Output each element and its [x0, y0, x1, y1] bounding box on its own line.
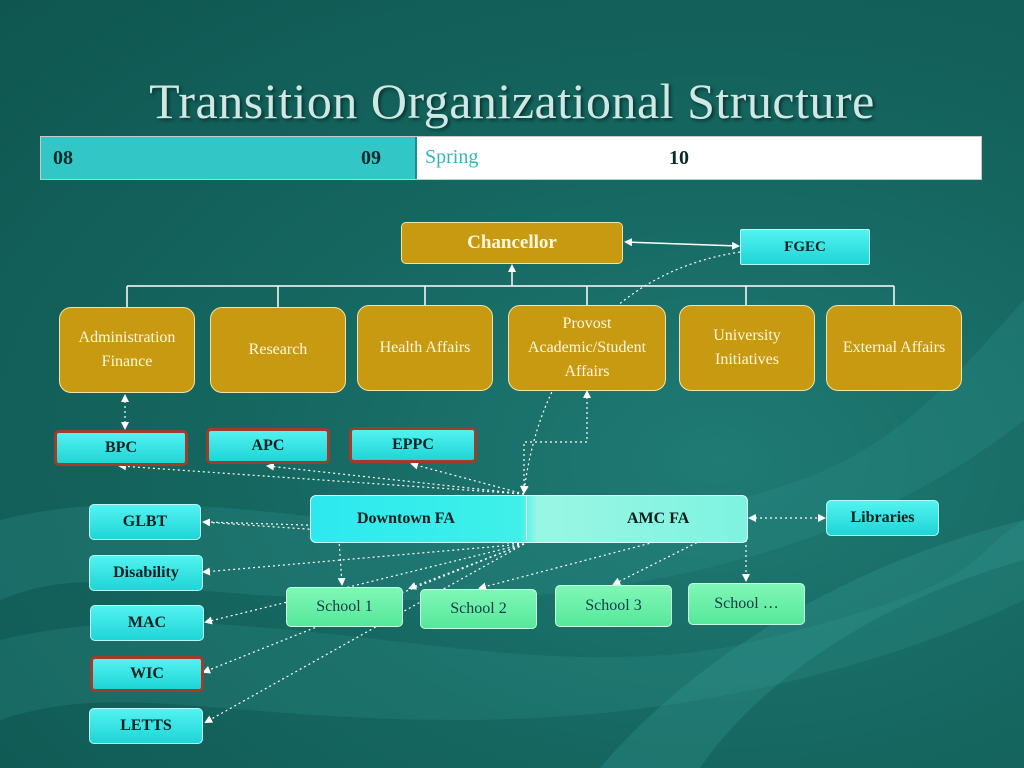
division-health-affairs[interactable]: Health Affairs [357, 305, 493, 391]
division-external-affairs[interactable]: External Affairs [826, 305, 962, 391]
timeline-spring: Spring [425, 146, 479, 168]
chancellor-box[interactable]: Chancellor [401, 222, 623, 264]
timeline-year-08: 08 [53, 147, 73, 169]
division-research[interactable]: Research [210, 307, 346, 393]
unit-wic[interactable]: WIC [90, 656, 204, 692]
school-more[interactable]: School … [688, 583, 805, 625]
division-provost[interactable]: Provost Academic/Student Affairs [508, 305, 666, 391]
timeline-bar: 08 09 Spring 10 [40, 136, 982, 180]
fgec-box[interactable]: FGEC [740, 229, 870, 265]
fa-divider [526, 496, 527, 540]
committee-bpc[interactable]: BPC [54, 430, 188, 466]
school-3[interactable]: School 3 [555, 585, 672, 627]
division-administration-finance[interactable]: Administration Finance [59, 307, 195, 393]
unit-letts[interactable]: LETTS [89, 708, 203, 744]
timeline-completed-segment [41, 137, 417, 179]
division-university-initiatives[interactable]: University Initiatives [679, 305, 815, 391]
timeline-year-09: 09 [361, 147, 381, 169]
school-2[interactable]: School 2 [420, 589, 537, 629]
committee-apc[interactable]: APC [206, 428, 330, 464]
libraries-box[interactable]: Libraries [826, 500, 939, 536]
amc-fa-label: AMC FA [627, 510, 690, 527]
faculty-assembly-box[interactable]: Downtown FA AMC FA [310, 495, 748, 543]
timeline-year-10: 10 [669, 147, 689, 169]
downtown-fa-label: Downtown FA [357, 510, 455, 527]
unit-disability[interactable]: Disability [89, 555, 203, 591]
page-title: Transition Organizational Structure [149, 73, 875, 129]
unit-glbt[interactable]: GLBT [89, 504, 201, 540]
school-1[interactable]: School 1 [286, 587, 403, 627]
unit-mac[interactable]: MAC [90, 605, 204, 641]
committee-eppc[interactable]: EPPC [349, 427, 477, 463]
